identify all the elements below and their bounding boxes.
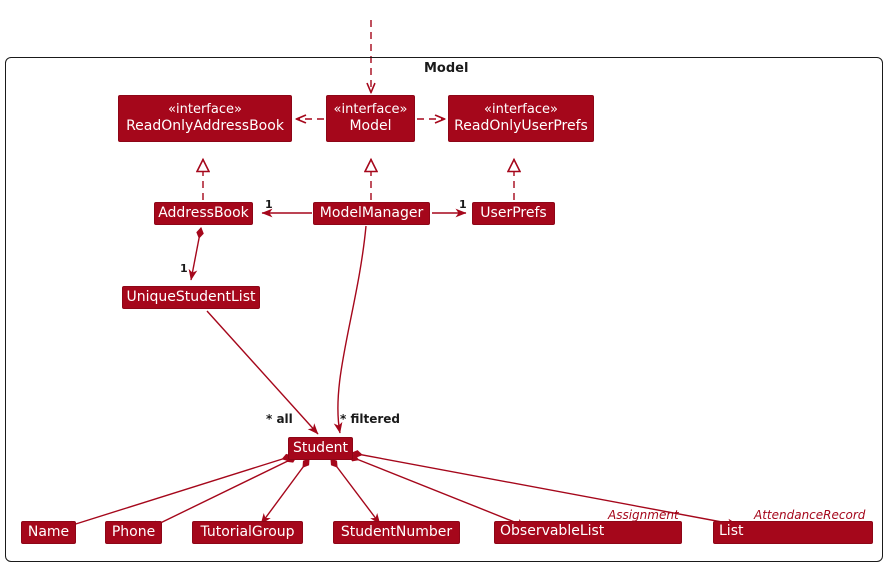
package-frame-model [5,57,883,562]
class-student[interactable]: Student [288,437,353,460]
class-name: UniqueStudentList [126,289,256,306]
package-title: Model [424,61,469,76]
class-name: ReadOnlyUserPrefs [454,117,588,134]
class-list[interactable]: List AttendanceRecord [713,508,873,544]
class-type-parameter: Assignment [608,508,679,522]
class-stereotype: «interface» [168,101,242,117]
class-tutorialgroup[interactable]: TutorialGroup [192,521,303,544]
class-modelmanager[interactable]: ModelManager [313,202,430,225]
role-label-filtered: * filtered [340,412,400,426]
class-readonlyuserprefs[interactable]: «interface» ReadOnlyUserPrefs [448,95,594,142]
multiplicity-addressbook: 1 [265,198,273,211]
class-observablelist[interactable]: ObservableList Assignment [494,508,682,544]
class-name: AddressBook [158,205,249,222]
class-model[interactable]: «interface» Model [326,95,415,142]
role-label-all: * all [266,412,293,426]
class-addressbook[interactable]: AddressBook [154,202,253,225]
class-studentnumber[interactable]: StudentNumber [333,521,460,544]
class-name: ObservableList [500,523,605,539]
class-body [713,521,873,544]
class-stereotype: «interface» [484,101,558,117]
multiplicity-uniquestudentlist: 1 [180,262,188,275]
class-type-parameter: AttendanceRecord [754,508,866,522]
class-name: TutorialGroup [200,524,295,541]
class-name: StudentNumber [340,524,453,541]
class-name: Model [349,117,392,134]
class-userprefs[interactable]: UserPrefs [472,202,555,225]
class-name: Phone [111,524,156,541]
class-name: Student [292,440,349,457]
class-phone[interactable]: Phone [105,521,162,544]
class-readonlyaddressbook[interactable]: «interface» ReadOnlyAddressBook [118,95,292,142]
class-name: UserPrefs [480,205,547,222]
class-name-attr[interactable]: Name [21,521,76,544]
multiplicity-userprefs: 1 [459,198,467,211]
class-name: ModelManager [319,205,424,222]
class-name: ReadOnlyAddressBook [126,117,284,134]
class-uniquestudentlist[interactable]: UniqueStudentList [122,286,260,309]
class-name: List [719,523,744,539]
class-name: Name [27,524,70,541]
class-stereotype: «interface» [333,101,408,117]
